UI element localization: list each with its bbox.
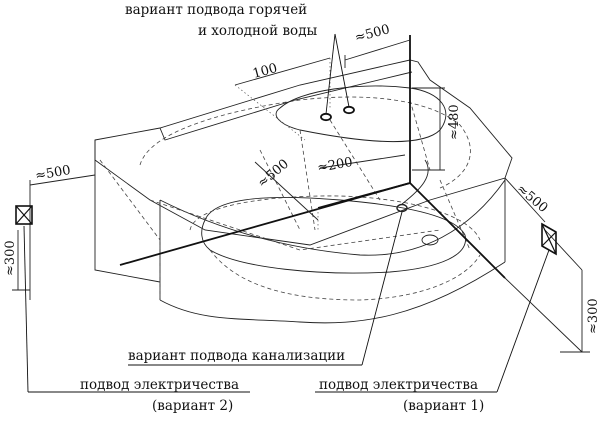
dimension-values: ≈500 100 ≈480 ≈200 ≈500 ≈500 ≈300 ≈500 ≈… xyxy=(3,22,600,334)
dim-mid-200: ≈200 xyxy=(316,155,354,176)
dim-left-500: ≈500 xyxy=(34,163,72,184)
electricity-right-label-line2: (вариант 1) xyxy=(403,398,484,414)
electricity-left-label-line2: (вариант 2) xyxy=(152,398,233,414)
dim-left-300: ≈300 xyxy=(3,240,18,276)
hot-cold-water-label-line1: вариант подвода горячей xyxy=(125,2,307,18)
dimension-lines xyxy=(12,39,590,353)
dim-right-480: ≈480 xyxy=(447,104,462,140)
dim-right-500: ≈500 xyxy=(513,182,550,216)
leader-lines xyxy=(23,33,550,393)
electrical-box-left-icon xyxy=(15,205,33,225)
electricity-right-label-line1: подвод электричества xyxy=(319,377,478,393)
electricity-left-label-line1: подвод электричества xyxy=(80,377,239,393)
dim-top-100: 100 xyxy=(251,61,279,82)
bathtub-outline xyxy=(94,59,513,324)
labels: вариант подвода горячей и холодной воды … xyxy=(80,2,484,414)
dim-right-300: ≈300 xyxy=(586,298,600,334)
dim-top-500: ≈500 xyxy=(353,22,391,46)
cold-water-outlet-icon xyxy=(343,105,355,115)
electrical-box-right xyxy=(541,222,557,256)
reference-axes xyxy=(119,35,506,279)
sewer-label: вариант подвода канализации xyxy=(128,348,345,364)
electrical-box-left xyxy=(15,205,33,225)
dim-mid-500: ≈500 xyxy=(255,157,292,191)
hot-water-outlet-icon xyxy=(320,112,332,122)
hot-cold-water-label-line2: и холодной воды xyxy=(198,23,318,39)
